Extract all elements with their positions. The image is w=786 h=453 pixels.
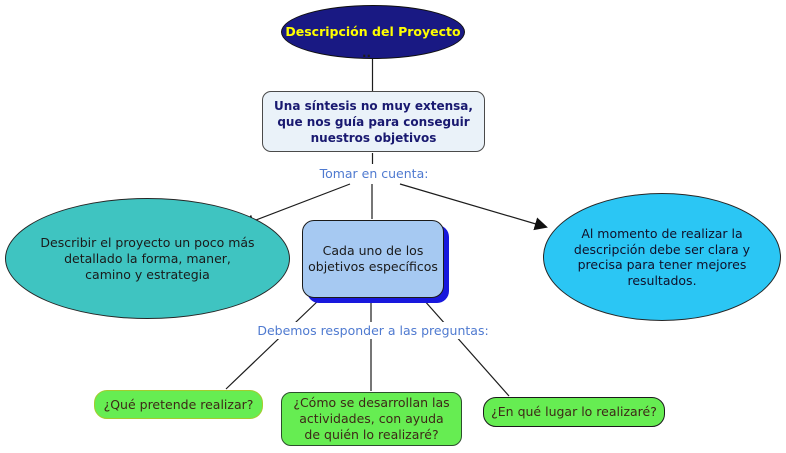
node-pregunta-donde[interactable]: ¿En qué lugar lo realizaré? — [483, 397, 665, 427]
connector-objetivos-que — [225, 298, 321, 390]
node-claridad-label: Al momento de realizar la descripción de… — [573, 226, 751, 288]
node-synthesis[interactable]: Una síntesis no muy extensa, que nos guí… — [262, 91, 485, 152]
node-pregunta-donde-label: ¿En qué lugar lo realizaré? — [491, 404, 657, 419]
node-describir-label: Describir el proyecto un poco más detall… — [40, 234, 255, 282]
node-claridad[interactable]: Al momento de realizar la descripción de… — [543, 193, 781, 321]
node-objetivos[interactable]: Cada uno de los objetivos específicos — [302, 220, 444, 298]
linking-phrase-tomar[interactable]: Tomar en cuenta: — [292, 165, 456, 182]
connector-arrow-claridad — [399, 183, 548, 231]
linking-phrase-tomar-label: Tomar en cuenta: — [319, 166, 429, 181]
node-synthesis-label: Una síntesis no muy extensa, que nos guí… — [274, 98, 473, 145]
node-describir[interactable]: Describir el proyecto un poco más detall… — [5, 198, 290, 319]
link-dots: .. — [362, 46, 372, 60]
node-main-topic-label: Descripción del Proyecto — [285, 24, 461, 39]
linking-phrase-preguntas[interactable]: Debemos responder a las preguntas: — [246, 322, 500, 339]
node-main-topic[interactable]: Descripción del Proyecto — [281, 5, 465, 59]
node-pregunta-como-label: ¿Cómo se desarrollan las actividades, co… — [293, 395, 450, 442]
connector-objetivos-donde — [422, 298, 510, 397]
node-pregunta-que-label: ¿Qué pretende realizar? — [103, 396, 254, 412]
node-pregunta-que[interactable]: ¿Qué pretende realizar? — [94, 390, 263, 419]
node-pregunta-como[interactable]: ¿Cómo se desarrollan las actividades, co… — [281, 392, 462, 446]
connector-arrow-describir — [241, 183, 351, 228]
node-objetivos-label: Cada uno de los objetivos específicos — [308, 243, 438, 274]
linking-phrase-preguntas-label: Debemos responder a las preguntas: — [257, 323, 489, 338]
